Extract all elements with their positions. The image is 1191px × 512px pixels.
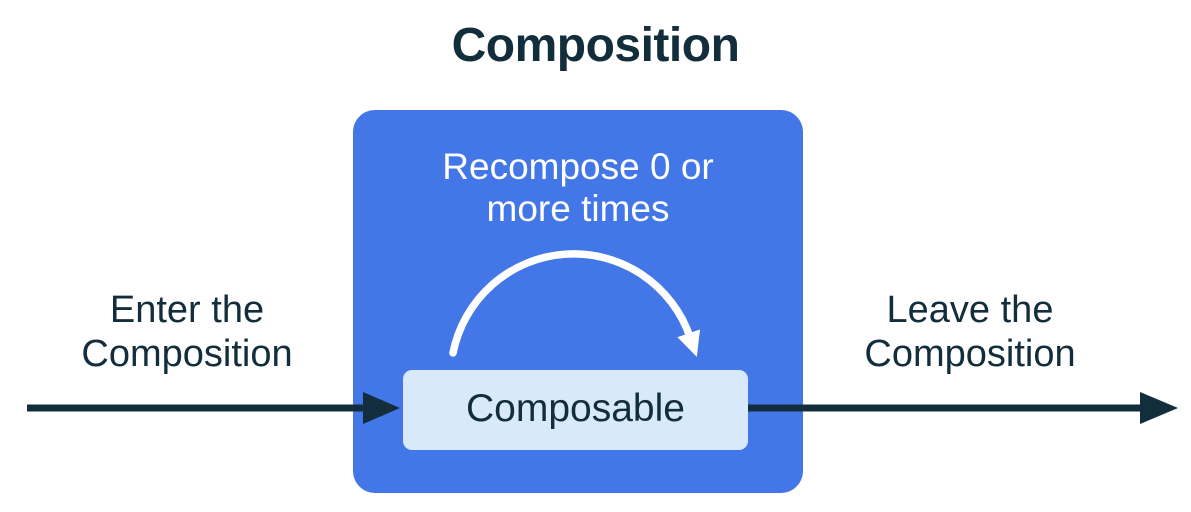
enter-composition-label: Enter the Composition xyxy=(81,289,293,375)
diagram-title: Composition xyxy=(451,19,740,72)
composable-box: Composable xyxy=(403,370,748,450)
composable-label: Composable xyxy=(466,386,685,430)
recompose-label: Recompose 0 or more times xyxy=(442,146,714,229)
leave-composition-label: Leave the Composition xyxy=(864,289,1076,375)
leave-arrowhead-icon xyxy=(1140,392,1178,424)
